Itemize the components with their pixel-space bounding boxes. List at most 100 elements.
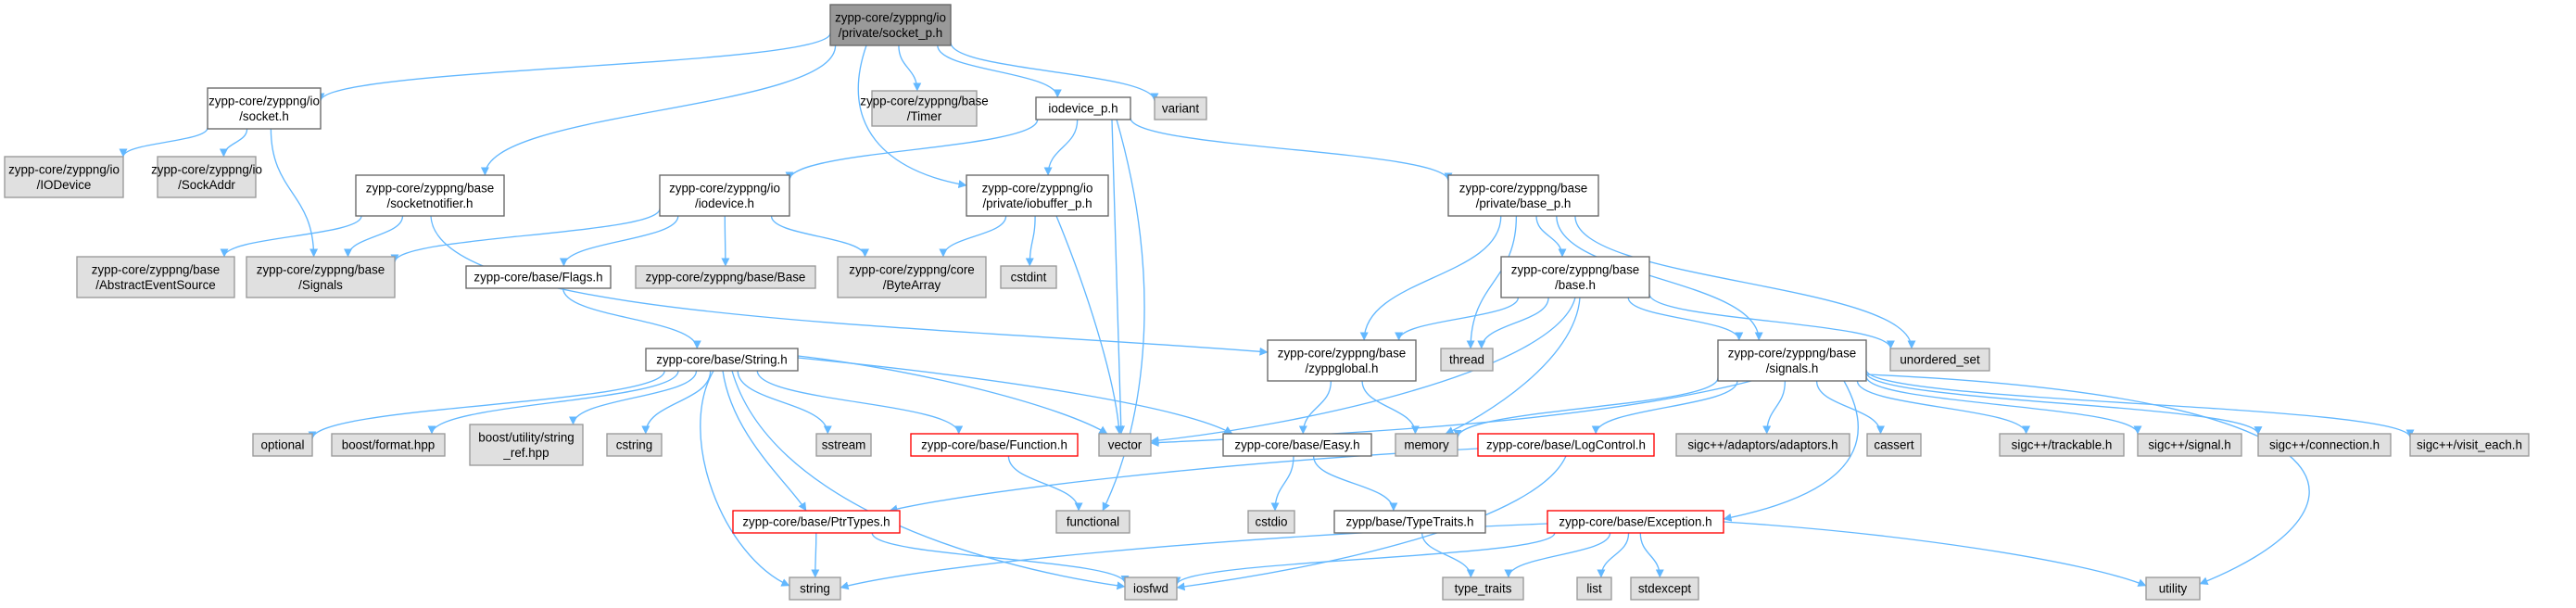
node-cstdio: cstdio — [1247, 510, 1295, 534]
node-sigc_trackable: sigc++/trackable.h — [1999, 433, 2125, 457]
node-box — [1247, 510, 1295, 534]
node-logcontrol_h: zypp-core/base/LogControl.h — [1477, 433, 1655, 457]
node-box — [1630, 576, 1699, 601]
node-box — [966, 174, 1109, 217]
edge-iodevice_h-to-signals_inc — [390, 208, 661, 263]
edge-socket_h-to-io_iodevice — [119, 127, 208, 158]
node-socketnotifier[interactable]: zypp-core/zyppng/base/socketnotifier.h — [355, 174, 505, 217]
node-label: list — [1586, 582, 1602, 596]
node-box — [469, 424, 584, 466]
node-box — [645, 348, 799, 372]
edge-signals_h-to-sigc_connection — [1865, 372, 2263, 436]
node-box — [2137, 433, 2242, 457]
node-label: unordered_set — [1900, 353, 1980, 367]
node-box — [815, 433, 872, 457]
node-iobuffer_p[interactable]: zypp-core/zyppng/io/private/iobuffer_p.h — [966, 174, 1109, 217]
node-sstream: sstream — [815, 433, 872, 457]
edge-string_h-to-optional — [308, 370, 665, 440]
edge-easy_h-to-typetraits_h — [1312, 455, 1398, 512]
edge-ptrtypes_h-to-string — [811, 532, 820, 578]
node-iodevice_p[interactable]: iodevice_p.h — [1035, 96, 1131, 120]
node-box — [331, 433, 446, 457]
node-box — [1154, 96, 1207, 120]
node-label: sigc++/trackable.h — [2012, 438, 2113, 452]
edge-string_h-to-boost_string_ref — [569, 370, 698, 425]
edge-base_p-to-zyppglobal — [1359, 215, 1502, 341]
node-cstdint: cstdint — [1000, 265, 1057, 289]
node-base_p[interactable]: zypp-core/zyppng/base/private/base_p.h — [1447, 174, 1599, 217]
node-signals_h[interactable]: zypp-core/zyppng/base/signals.h — [1717, 339, 1867, 382]
node-box — [829, 4, 952, 46]
edge-logcontrol_h-to-iosfwd — [1176, 455, 1567, 591]
node-label: sigc++/visit_each.h — [2417, 438, 2522, 452]
edge-base_h-to-unordered_set — [1648, 293, 1895, 349]
edge-string_h-to-function_h — [756, 370, 964, 435]
edge-base_h-to-signals_h — [1627, 297, 1744, 341]
node-label: zypp-core/zyppng/base — [1278, 346, 1406, 360]
node-label: zypp-core/zyppng/base — [1728, 346, 1856, 360]
node-label: zypp-core/zyppng/io — [835, 10, 946, 24]
edge-string_h-to-easy_h — [797, 357, 1233, 435]
node-box — [1000, 265, 1057, 289]
node-label: /socket.h — [239, 109, 289, 123]
edge-function_h-to-functional — [1007, 455, 1083, 512]
node-thread: thread — [1440, 348, 1494, 372]
node-cstring: cstring — [606, 433, 663, 457]
edge-base_h-to-thread — [1477, 297, 1549, 349]
node-label: /IODevice — [37, 178, 92, 192]
node-label: cassert — [1874, 438, 1913, 452]
node-box — [635, 265, 816, 289]
node-box — [606, 433, 663, 457]
edges-layer — [119, 32, 2415, 591]
node-label: utility — [2159, 582, 2188, 596]
edge-signals_h-to-vector — [1150, 380, 1752, 448]
node-label: iodevice_p.h — [1048, 102, 1118, 116]
node-box — [789, 576, 841, 601]
edge-iodevice_p-to-base_p — [1130, 117, 1453, 182]
node-root[interactable]: zypp-core/zyppng/io/private/socket_p.h — [829, 4, 952, 46]
node-vector: vector — [1098, 433, 1152, 457]
node-box — [1440, 348, 1494, 372]
node-socket_h[interactable]: zypp-core/zyppng/io/socket.h — [207, 87, 322, 130]
node-box — [355, 174, 505, 217]
node-box — [1889, 348, 1990, 372]
node-label: /ByteArray — [883, 278, 941, 292]
node-label: /Timer — [907, 109, 942, 123]
node-label: optional — [261, 438, 305, 452]
node-box — [246, 256, 396, 298]
edge-iobuffer_p-to-bytearray — [939, 215, 1007, 258]
node-iodevice_h[interactable]: zypp-core/zyppng/io/iodevice.h — [659, 174, 790, 217]
node-string_h[interactable]: zypp-core/base/String.h — [645, 348, 799, 372]
node-label: functional — [1067, 515, 1119, 529]
node-label: /signals.h — [1766, 361, 1819, 375]
node-easy_h[interactable]: zypp-core/base/Easy.h — [1222, 433, 1372, 457]
node-label: zypp/base/TypeTraits.h — [1346, 515, 1474, 529]
node-optional: optional — [252, 433, 313, 457]
edge-root-to-socket_h — [316, 32, 831, 102]
node-label: zypp-core/zyppng/base — [1511, 262, 1639, 276]
node-iosfwd: iosfwd — [1124, 576, 1178, 601]
node-zyppglobal[interactable]: zypp-core/zyppng/base/zyppglobal.h — [1267, 339, 1417, 382]
node-stdexcept: stdexcept — [1630, 576, 1699, 601]
node-label: zypp-core/zyppng/io — [151, 162, 262, 176]
node-label: /zyppglobal.h — [1306, 361, 1379, 375]
node-label: sigc++/adaptors/adaptors.h — [1687, 438, 1837, 452]
edge-string_h-to-string — [700, 370, 790, 587]
node-label: zypp-core/base/PtrTypes.h — [742, 515, 890, 529]
node-box — [1098, 433, 1152, 457]
edge-string_h-to-ptrtypes_h — [722, 370, 807, 512]
node-cassert: cassert — [1866, 433, 1922, 457]
node-box — [1035, 96, 1131, 120]
edge-signals_h-to-exception_h — [1723, 380, 1859, 522]
node-label: zypp-core/zyppng/base — [257, 262, 385, 276]
edge-socketnotifier-to-abstracteventsource — [220, 215, 362, 258]
edge-socket_h-to-signals_inc — [270, 128, 319, 258]
edge-base_p-to-thread — [1466, 215, 1518, 349]
node-base_h[interactable]: zypp-core/zyppng/base/base.h — [1500, 256, 1650, 298]
node-label: cstring — [616, 438, 652, 452]
node-unordered_set: unordered_set — [1889, 348, 1990, 372]
edge-exception_h-to-list — [1597, 532, 1630, 578]
node-flags_h[interactable]: zypp-core/base/Flags.h — [465, 265, 612, 289]
node-typetraits_h[interactable]: zypp/base/TypeTraits.h — [1333, 510, 1486, 534]
node-utility: utility — [2145, 576, 2201, 601]
